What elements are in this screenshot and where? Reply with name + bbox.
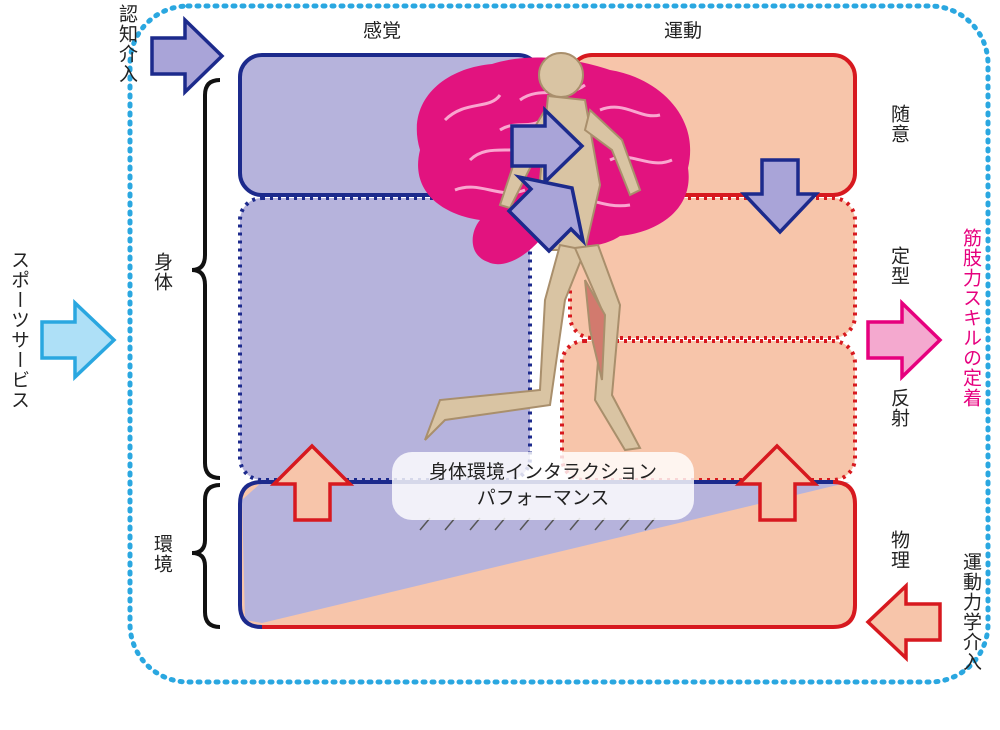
- stereotyped-label: 定型: [888, 246, 910, 286]
- outer-scope-boundary: [127, 3, 991, 685]
- kinetics-intervention-arrow: [865, 581, 942, 663]
- sports-service-arrow: [40, 298, 117, 382]
- sensation-label: 感覚: [363, 20, 402, 42]
- sports-service-label: スポーツサービス: [8, 250, 30, 410]
- performance-label-box: 身体環境インタラクション パフォーマンス: [392, 452, 694, 520]
- environment-brace: [191, 483, 221, 629]
- environment-to-reflex-arrow: [734, 443, 820, 522]
- body-label: 身体: [151, 252, 173, 292]
- skill-retention-arrow: [866, 298, 943, 382]
- environment-to-sensory-arrow: [269, 443, 355, 522]
- cognitive-intervention-arrow: [150, 15, 225, 97]
- performance-line1: 身体環境インタラクション: [428, 461, 657, 483]
- diagonal-motor-arrow: [506, 174, 586, 254]
- performance-ground-hatch: [419, 517, 656, 531]
- skill-retention-label: 筋肢力スキルの定着: [960, 228, 982, 408]
- sensory-to-motor-arrow: [510, 105, 585, 187]
- voluntary-down-arrow: [739, 158, 821, 235]
- physical-label: 物理: [888, 530, 910, 570]
- body-brace: [191, 78, 221, 480]
- voluntary-label: 随意: [888, 104, 910, 144]
- reflex-label: 反射: [888, 388, 910, 428]
- cognitive-intervention-label: 認知介入: [116, 4, 138, 84]
- motor-label: 運動: [664, 20, 703, 42]
- performance-line2: パフォーマンス: [476, 487, 610, 509]
- environment-label: 環境: [151, 534, 173, 574]
- kinetics-intervention-label: 運動力学介入: [960, 552, 982, 672]
